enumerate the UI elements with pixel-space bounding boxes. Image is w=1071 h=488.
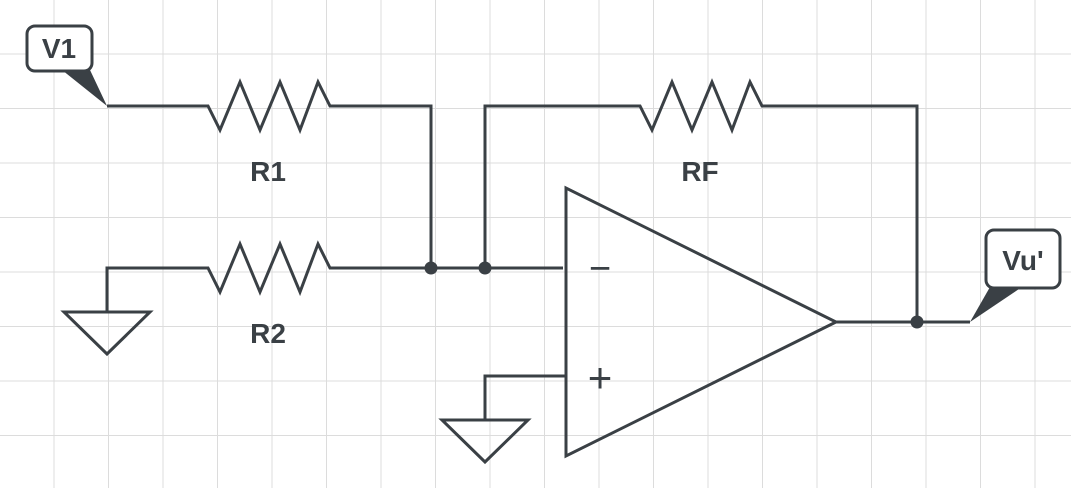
wire-v1-r1-node	[107, 78, 433, 268]
input-tag-v1: V1	[25, 24, 107, 106]
resistor-r2: R2	[250, 318, 286, 349]
noninverting-input-sign: +	[588, 354, 613, 401]
wire-feedback-rf	[483, 78, 919, 322]
junction-node-output	[910, 315, 924, 329]
output-tag-pointer	[970, 287, 1022, 322]
resistor-r1: R1	[250, 156, 286, 187]
op-amp: − +	[564, 185, 840, 459]
resistor-r1-label: R1	[250, 156, 286, 187]
ground-symbol-r2	[60, 310, 154, 357]
input-tag-label: V1	[42, 33, 76, 64]
input-tag-pointer	[62, 70, 107, 106]
resistor-rf: RF	[681, 156, 718, 187]
wire-ground-r2	[105, 240, 563, 312]
ground-symbol-noninverting	[438, 418, 532, 465]
inverting-input-sign: −	[589, 248, 611, 290]
wire-noninverting-ground	[483, 374, 566, 420]
output-tag-box	[984, 228, 1062, 290]
junction-node-r1-r2	[424, 261, 438, 275]
resistor-r2-label: R2	[250, 318, 286, 349]
output-tag-label: Vu'	[1002, 245, 1043, 276]
resistor-rf-label: RF	[681, 156, 718, 187]
output-tag-vu: Vu'	[970, 228, 1062, 322]
junction-node-feedback	[478, 261, 492, 275]
op-amp-body	[564, 185, 840, 459]
input-tag-box	[25, 24, 94, 73]
